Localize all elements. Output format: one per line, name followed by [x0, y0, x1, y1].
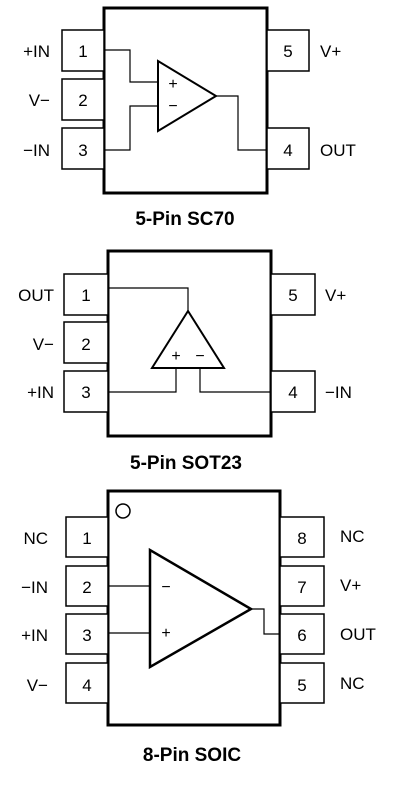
pin-7-box	[279, 565, 325, 607]
pin-2-label: V−	[29, 91, 50, 110]
wire-minus-input	[104, 105, 158, 151]
pin-5-box	[279, 662, 325, 704]
pin-1-box	[65, 516, 109, 558]
pin-2-label: V−	[33, 335, 54, 354]
pin-1-box	[61, 29, 105, 72]
plus-input-sign: +	[168, 76, 177, 93]
pin-3-label: +IN	[21, 626, 48, 645]
minus-input-sign: −	[161, 579, 170, 596]
pin-1-label: +IN	[23, 42, 50, 61]
package-title: 5-Pin SOT23	[130, 453, 242, 474]
wire-output	[108, 287, 189, 311]
pin-1-box	[63, 273, 109, 316]
pin-4-number: 4	[283, 141, 292, 160]
pin-4-label: OUT	[320, 141, 356, 160]
package-sc70: 1 +IN 2 V− 3 −IN 4 OUT 5 V+ + − 5-Pin SC…	[23, 6, 356, 230]
pin-3-number: 3	[81, 383, 90, 402]
wire-output	[216, 95, 267, 151]
pin-5-number: 5	[297, 676, 306, 695]
pin-3-label: +IN	[27, 383, 54, 402]
pin-8-number: 8	[297, 529, 306, 548]
pin-5-box	[266, 29, 310, 72]
pin-4-number: 4	[82, 676, 91, 695]
pin-3-box	[61, 127, 105, 170]
pin-4-number: 4	[288, 383, 297, 402]
wire-plus-input	[104, 49, 158, 83]
pin-1-marker	[115, 503, 131, 519]
pin-5-number: 5	[288, 286, 297, 305]
package-soic: 1 NC 2 −IN 3 +IN 4 V− 5 NC 6 OUT 7 V+ 8 …	[21, 489, 376, 766]
package-title: 8-Pin SOIC	[143, 745, 241, 766]
pin-8-label: NC	[340, 527, 365, 546]
minus-input-sign: −	[195, 348, 204, 365]
wire-minus-input	[199, 368, 271, 393]
pin-5-label: V+	[320, 42, 341, 61]
pin-2-box	[65, 565, 109, 607]
wire-output	[251, 608, 280, 635]
package-title: 5-Pin SC70	[135, 209, 234, 230]
pin-1-number: 1	[82, 529, 91, 548]
pin-2-number: 2	[82, 578, 91, 597]
pin-5-number: 5	[283, 42, 292, 61]
pin-5-label: NC	[340, 674, 365, 693]
opamp-triangle	[150, 309, 226, 369]
pin-1-label: NC	[23, 529, 48, 548]
pin-3-number: 3	[82, 626, 91, 645]
pin-3-box	[65, 613, 109, 655]
pin-6-label: OUT	[340, 625, 376, 644]
package-sot23: 1 OUT 2 V− 3 +IN 4 −IN 5 V+ + − 5-Pin SO…	[18, 249, 352, 474]
pin-4-label: −IN	[325, 383, 352, 402]
pin-2-box	[61, 78, 105, 121]
pin-3-number: 3	[78, 141, 87, 160]
pin-7-label: V+	[340, 576, 361, 595]
pin-2-number: 2	[78, 91, 87, 110]
pin-1-number: 1	[78, 42, 87, 61]
pin-8-box	[279, 516, 325, 558]
pin-3-label: −IN	[23, 141, 50, 160]
wire-plus-input	[108, 368, 177, 393]
pin-1-label: OUT	[18, 286, 54, 305]
pin-2-label: −IN	[21, 578, 48, 597]
pin-5-label: V+	[325, 286, 346, 305]
pin-4-box	[270, 370, 316, 413]
minus-input-sign: −	[168, 98, 177, 115]
pin-1-number: 1	[81, 286, 90, 305]
pin-5-box	[270, 273, 316, 316]
pin-4-box	[65, 662, 109, 704]
plus-input-sign: +	[161, 625, 170, 642]
pin-2-number: 2	[81, 335, 90, 354]
pin-7-number: 7	[297, 578, 306, 597]
opamp-triangle	[157, 59, 218, 133]
opamp-triangle	[148, 547, 254, 670]
pin-2-box	[63, 321, 109, 364]
pin-6-number: 6	[297, 626, 306, 645]
pin-4-box	[266, 127, 310, 170]
pin-4-label: V−	[27, 676, 48, 695]
pin-6-box	[279, 613, 325, 655]
plus-input-sign: +	[171, 348, 180, 365]
